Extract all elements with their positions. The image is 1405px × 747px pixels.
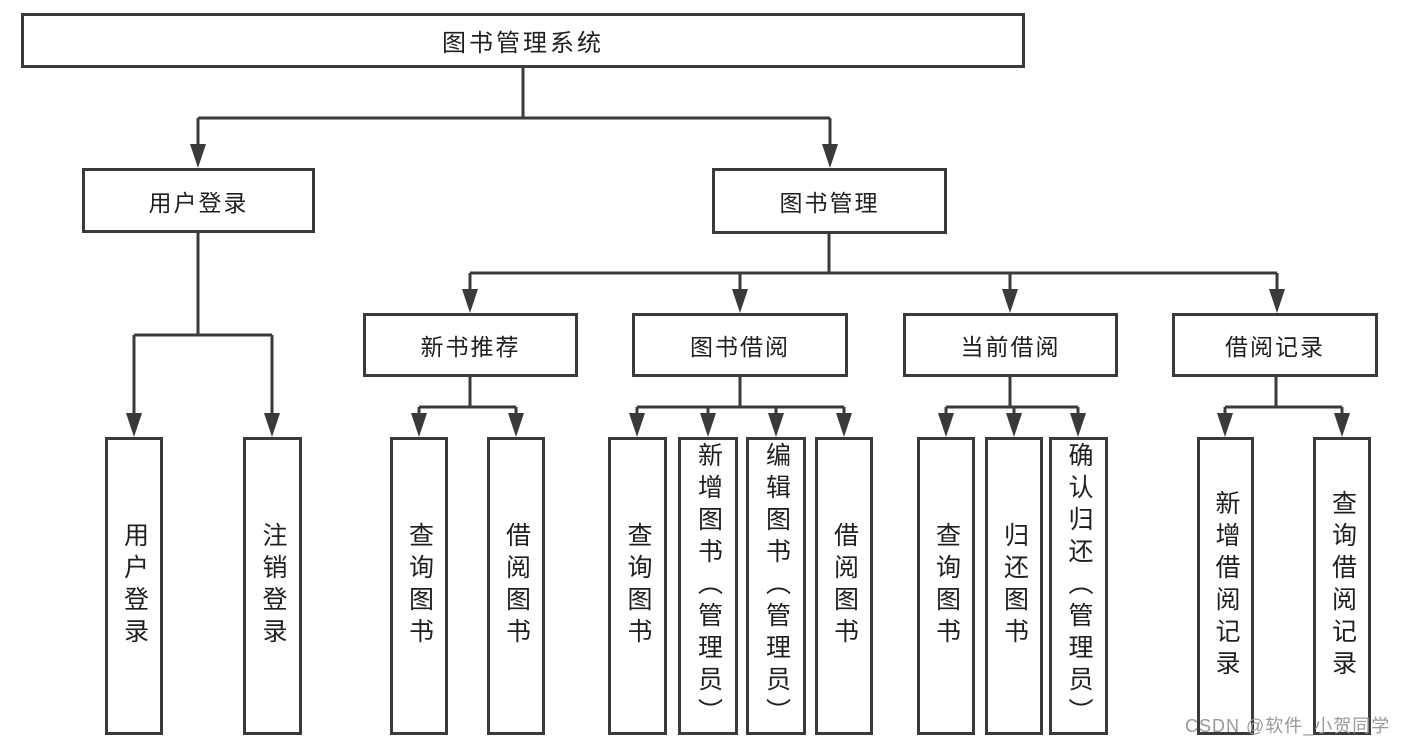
leaf-query-books-2-label: 查询图书 xyxy=(624,522,652,650)
leaf-add-book-admin-label: 新增图书（管理员） xyxy=(694,442,723,730)
leaf-query-books-3-label: 查询图书 xyxy=(932,522,961,650)
leaf-return-books-label: 归还图书 xyxy=(1000,522,1029,650)
leaf-logout: 注销登录 xyxy=(243,437,302,735)
leaf-confirm-return-admin: 确认归还（管理员） xyxy=(1049,437,1108,735)
leaf-user-login: 用户登录 xyxy=(105,437,163,735)
node-new-book-recommend-label: 新书推荐 xyxy=(420,334,521,360)
node-library-system-label: 图书管理系统 xyxy=(442,30,604,57)
leaf-borrow-books-2-label: 借阅图书 xyxy=(830,522,859,650)
leaf-confirm-return-admin-label: 确认归还（管理员） xyxy=(1065,442,1093,730)
node-book-management-label: 图书管理 xyxy=(779,190,880,216)
node-book-borrowing: 图书借阅 xyxy=(632,313,848,377)
node-borrowing-records: 借阅记录 xyxy=(1172,313,1378,377)
leaf-edit-book-admin: 编辑图书（管理员） xyxy=(746,437,806,735)
node-user-login-branch: 用户登录 xyxy=(82,168,315,233)
leaf-edit-book-admin-label: 编辑图书（管理员） xyxy=(762,442,791,730)
node-library-system: 图书管理系统 xyxy=(21,13,1025,68)
leaf-query-books-1-label: 查询图书 xyxy=(405,522,434,650)
node-book-management: 图书管理 xyxy=(712,168,947,234)
leaf-user-login-label: 用户登录 xyxy=(120,522,149,650)
node-borrowing-records-label: 借阅记录 xyxy=(1225,334,1325,360)
leaf-return-books: 归还图书 xyxy=(985,437,1043,735)
leaf-borrow-books-2: 借阅图书 xyxy=(815,437,873,735)
leaf-query-books-3: 查询图书 xyxy=(917,437,975,735)
leaf-logout-label: 注销登录 xyxy=(259,522,287,650)
node-book-borrowing-label: 图书借阅 xyxy=(690,334,790,360)
node-current-borrowing-label: 当前借阅 xyxy=(960,334,1061,360)
leaf-query-books-2: 查询图书 xyxy=(608,437,667,735)
leaf-query-borrow-record-label: 查询借阅记录 xyxy=(1328,490,1357,682)
leaf-add-book-admin: 新增图书（管理员） xyxy=(678,437,738,735)
leaf-borrow-books-1-label: 借阅图书 xyxy=(502,522,531,650)
watermark: CSDN @软件_小贺同学 xyxy=(1185,716,1391,736)
node-user-login-branch-label: 用户登录 xyxy=(148,189,249,216)
leaf-borrow-books-1: 借阅图书 xyxy=(487,437,545,735)
leaf-add-borrow-record: 新增借阅记录 xyxy=(1197,437,1254,735)
leaf-query-books-1: 查询图书 xyxy=(390,437,448,735)
node-current-borrowing: 当前借阅 xyxy=(903,313,1118,377)
leaf-query-borrow-record: 查询借阅记录 xyxy=(1313,437,1371,735)
leaf-add-borrow-record-label: 新增借阅记录 xyxy=(1212,490,1240,682)
node-new-book-recommend: 新书推荐 xyxy=(363,313,578,377)
